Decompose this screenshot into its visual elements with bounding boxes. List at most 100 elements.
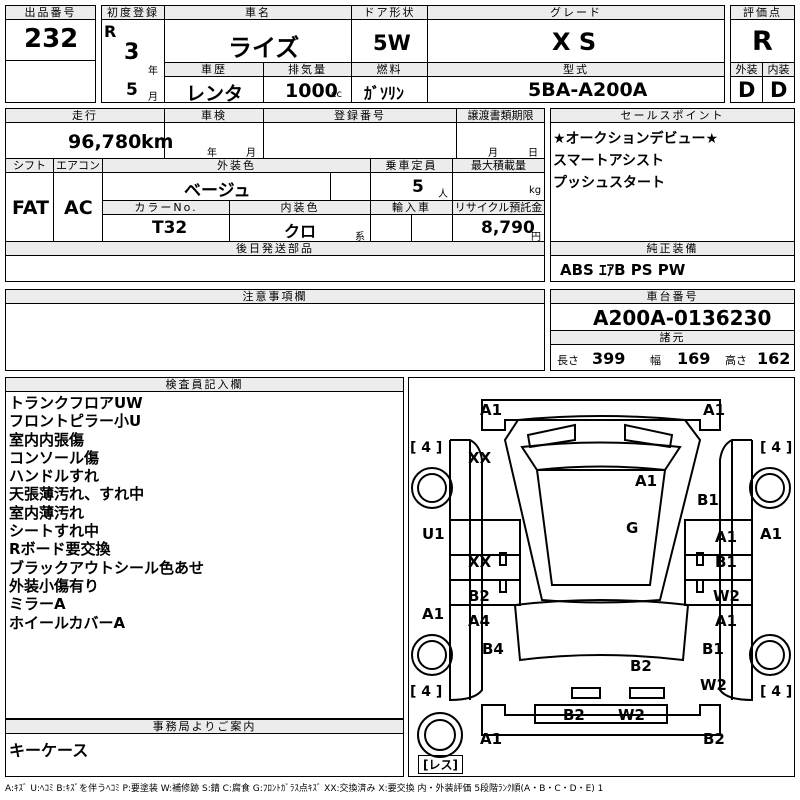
tire-tread-fl: [ 4 ] (410, 440, 443, 456)
lot-no: 232 (24, 24, 79, 54)
legend: A:ｷｽﾞ U:ﾍｺﾐ B:ｷｽﾞを伴うﾍｺﾐ P:要塗装 W:補修跡 S:錆 … (5, 784, 604, 794)
office-note: キーケース (9, 741, 89, 760)
sales-point-1: ★オークションデビュー★ (553, 131, 719, 147)
inspection-header: 車検 (164, 108, 264, 123)
damage-mark: B2 (703, 730, 725, 748)
transfer-month-unit: 月 (488, 148, 498, 159)
damage-mark: A1 (480, 730, 503, 748)
tire-rl: 4 (421, 684, 432, 700)
recycle: 8,790 (481, 218, 535, 238)
damage-mark: B1 (702, 640, 724, 658)
later-parts-cell (5, 255, 545, 282)
specs-header: 諸元 (550, 330, 795, 345)
mileage-header: 走行 (5, 108, 165, 123)
inspector-list: トランクフロアUW フロントピラー小U 室内内張傷 コンソール傷 ハンドルすれ … (9, 394, 204, 632)
inspector-item: 外装小傷有り (9, 576, 100, 595)
shift-header: シフト (5, 158, 54, 173)
doors: 5W (373, 31, 411, 55)
regno-cell (263, 122, 457, 159)
color-sub-cell (330, 172, 371, 201)
damage-mark: B2 (630, 657, 652, 675)
sales-points-list: ★オークションデビュー★ スマートアシスト プッシュスタート (553, 128, 718, 194)
capacity-unit: 人 (438, 189, 448, 200)
fuel-header: 燃料 (351, 62, 428, 77)
intcolor-unit: 系 (355, 232, 365, 243)
genuine-equipment: ABS ｴｱB PS PW (560, 261, 686, 279)
fuel: ｶﾞｿﾘﾝ (364, 84, 405, 103)
chassis-number: A200A-0136230 (593, 306, 772, 330)
transfer-day-unit: 日 (528, 148, 538, 159)
score: R (752, 26, 773, 57)
car-name-header: 車名 (164, 5, 352, 20)
sales-point-2: スマートアシスト (553, 153, 665, 169)
inspector-item: ホイールカバーA (9, 613, 126, 632)
damage-mark: B2 (468, 587, 490, 605)
int-score: D (770, 78, 788, 102)
damage-mark: B1 (715, 553, 737, 571)
import-header: 輸入車 (370, 200, 453, 215)
car-diagram (411, 399, 791, 758)
notes-cell (5, 303, 545, 371)
inspection-year-unit: 年 (207, 148, 217, 159)
inspector-item: ミラーA (9, 595, 66, 614)
inspection-month-unit: 月 (246, 148, 256, 159)
history: レンタ (186, 83, 244, 105)
damage-mark: A4 (468, 612, 491, 630)
damage-mark: U1 (422, 525, 445, 543)
inspector-item: シートすれ中 (9, 522, 100, 541)
length: 399 (592, 349, 626, 368)
damage-mark: A1 (703, 401, 726, 419)
lot-no-blank (5, 60, 96, 103)
score-header: 評価点 (730, 5, 795, 20)
ext-score: D (738, 78, 756, 102)
transfer-header: 譲渡書類期限 (456, 108, 545, 123)
intcolor: クロ (284, 222, 317, 241)
inspector-item: 室内内張傷 (9, 430, 85, 449)
intcolor-header: 内装色 (229, 200, 371, 215)
recycle-unit: 円 (531, 232, 541, 243)
color-header: 外装色 (102, 158, 371, 173)
displacement-header: 排気量 (263, 62, 352, 77)
damage-mark: W2 (618, 706, 645, 724)
inspector-item: ハンドルすれ (9, 467, 100, 486)
spare-tire: レス (428, 758, 453, 772)
int-cell (762, 76, 795, 103)
height-label: 高さ (725, 354, 747, 367)
damage-mark: XX (468, 449, 492, 467)
tire-rr: 4 (771, 684, 782, 700)
genuine-header: 純正装備 (550, 241, 795, 256)
height: 162 (757, 349, 791, 368)
chassis-header: 車台番号 (550, 289, 795, 304)
damage-mark: B4 (482, 640, 504, 658)
mileage: 96,780 (68, 131, 142, 153)
year-unit: 年 (148, 66, 158, 77)
int-header: 内装 (762, 62, 795, 77)
tire-tread-fr: [ 4 ] (760, 440, 793, 456)
damage-mark: B2 (563, 706, 585, 724)
ac: AC (64, 197, 93, 219)
damage-mark: A1 (715, 612, 738, 630)
era: R (104, 22, 117, 41)
tire-fl: 4 (421, 440, 432, 456)
grade-header: グレード (427, 5, 725, 20)
capacity: 5 (412, 177, 424, 197)
sales-point-3: プッシュスタート (553, 175, 665, 191)
office-header: 事務局よりご案内 (5, 719, 404, 734)
lot-no-header: 出品番号 (5, 5, 96, 20)
tire-fr: 4 (771, 440, 782, 456)
inspector-item: 天張薄汚れ、すれ中 (9, 485, 145, 504)
colorno: T32 (152, 218, 188, 238)
specs-cell (550, 344, 795, 371)
model: 5BA-A200A (528, 79, 648, 101)
inspector-cell (5, 391, 404, 719)
inspector-item: 室内薄汚れ (9, 503, 85, 522)
width: 169 (677, 349, 711, 368)
car-name: ライズ (228, 34, 300, 62)
office-cell (5, 733, 404, 777)
tire-tread-rl: [ 4 ] (410, 684, 443, 700)
inspector-item: トランクフロアUW (9, 394, 143, 412)
sales-points-header: セールスポイント (550, 108, 795, 123)
first-reg-header: 初度登録 (101, 5, 165, 20)
ext-color: ベージュ (184, 181, 251, 201)
displacement: 1000 (285, 80, 338, 102)
